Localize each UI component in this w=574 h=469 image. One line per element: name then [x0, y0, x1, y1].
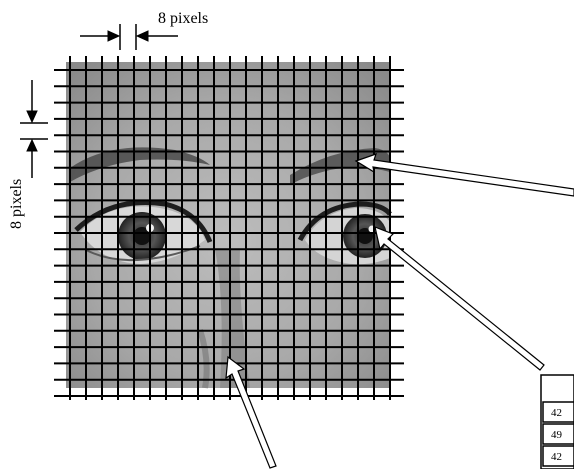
- pixel-value-cell: 49: [551, 429, 563, 441]
- pixel-value-table: 42 49 42: [541, 375, 574, 469]
- pixel-value-cell: 42: [551, 451, 562, 463]
- horizontal-dimension-label: 8 pixels: [158, 10, 208, 27]
- horizontal-dimension-marker: [80, 24, 178, 50]
- vertical-dimension-marker: [20, 80, 48, 178]
- vertical-dimension-label: 8 pixels: [8, 179, 25, 229]
- pixel-value-cell: 42: [551, 407, 562, 419]
